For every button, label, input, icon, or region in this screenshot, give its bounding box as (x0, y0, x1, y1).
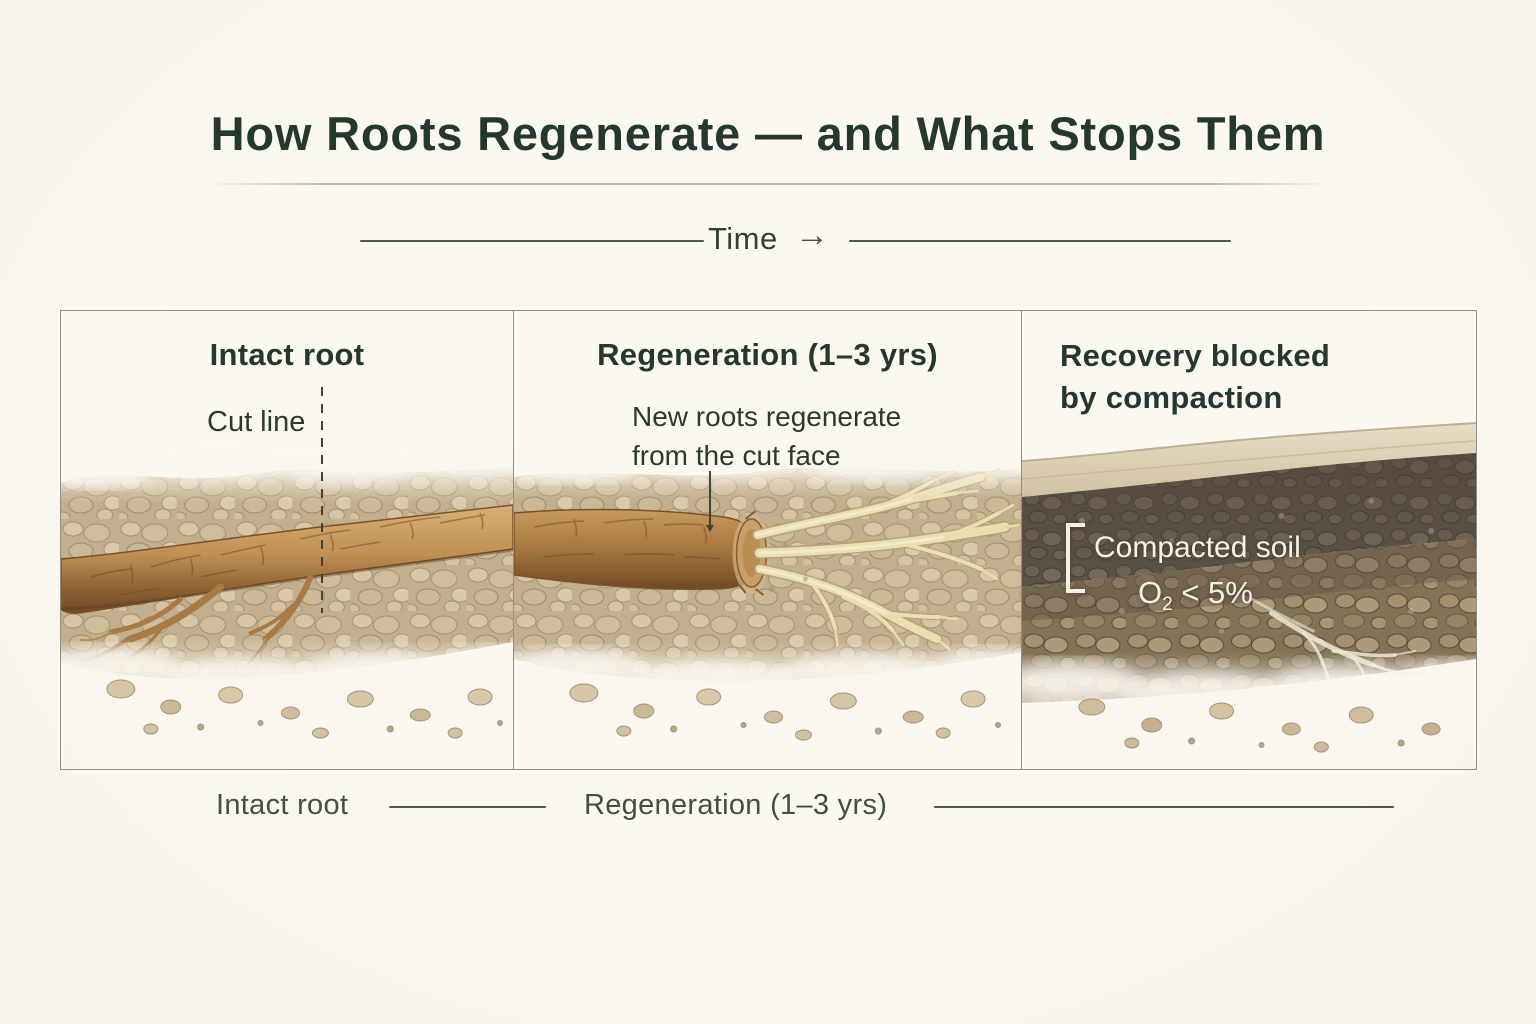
regeneration-illustration (514, 450, 1021, 741)
fade-top (61, 455, 513, 503)
bottom-label-regeneration: Regeneration (1–3 yrs) (584, 789, 888, 821)
fade-bottom (514, 641, 1021, 715)
compacted-soil-label: Compacted soil (1094, 531, 1301, 564)
texture-specks (1078, 498, 1435, 634)
panels-row: Intact root Cut line (60, 310, 1477, 770)
time-axis-line-left (360, 240, 704, 242)
panel-3-heading: Recovery blocked by compaction (1060, 335, 1440, 419)
bracket-icon (1066, 523, 1085, 593)
oxygen-level-label: O2 < 5% (1138, 575, 1253, 616)
panel-3-heading-line1: Recovery blocked (1060, 338, 1331, 373)
bark-texture (90, 512, 486, 596)
compaction-illustration (1022, 422, 1476, 753)
time-arrow-icon: → (795, 216, 829, 254)
scattered-pebbles (1078, 698, 1441, 753)
scattered-pebbles (106, 679, 504, 739)
bottom-axis-line-1 (389, 806, 546, 808)
cut-line-dashed-marker (321, 387, 323, 613)
regeneration-note-line2: from the cut face (632, 440, 841, 471)
cut-face-pointer-arrow (705, 471, 714, 532)
fade-bottom (1022, 651, 1476, 741)
scattered-pebbles (569, 683, 1002, 741)
panel-1-heading: Intact root (209, 337, 365, 372)
panel-2-heading: Regeneration (1–3 yrs) (597, 337, 938, 372)
cut-line-label: Cut line (207, 406, 306, 438)
panel-3-heading-line2: by compaction (1060, 380, 1283, 415)
bark-texture (533, 518, 720, 560)
fade-top (514, 451, 1021, 499)
intact-root-illustration (61, 450, 513, 739)
bottom-label-intact-root: Intact root (216, 789, 349, 821)
bottom-axis-line-2 (934, 806, 1394, 808)
main-root (61, 504, 513, 614)
time-axis-label: Time (708, 221, 778, 256)
page-title: How Roots Regenerate — and What Stops Th… (210, 107, 1326, 160)
panel-compaction: Recovery blocked by compaction Compacted… (1021, 311, 1476, 769)
regeneration-note-line1: New roots regenerate (632, 401, 902, 432)
title-divider (206, 183, 1330, 185)
panel-regeneration: Regeneration (1–3 yrs) New roots regener… (513, 311, 1021, 769)
moss-specks (768, 542, 808, 592)
panel-intact-root: Intact root Cut line (61, 311, 513, 769)
time-axis-line-right (849, 240, 1231, 242)
regeneration-note: New roots regenerate from the cut face (632, 397, 901, 475)
compacted-layer (1022, 453, 1476, 587)
surface-crust (1022, 422, 1476, 497)
fade-bottom (61, 639, 513, 713)
